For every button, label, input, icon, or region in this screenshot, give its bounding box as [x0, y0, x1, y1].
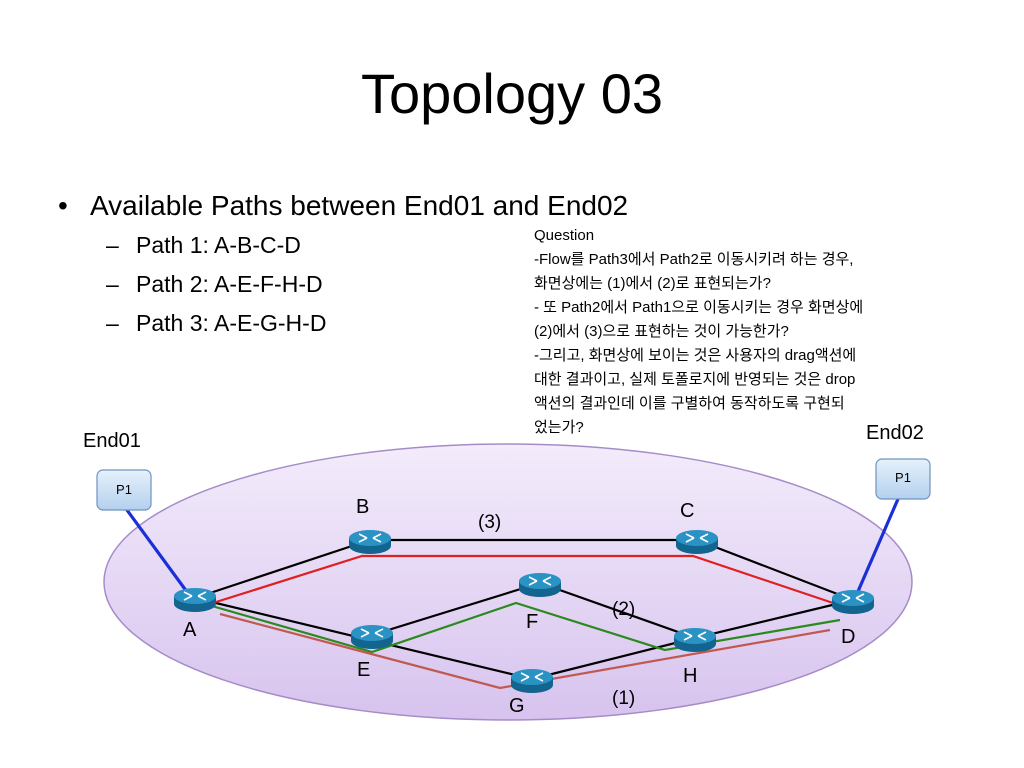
bullet-item: • Available Paths between End01 and End0… [58, 186, 628, 226]
path-3-line [219, 612, 831, 690]
router-f[interactable] [519, 573, 561, 597]
question-line: 대한 결과이고, 실제 토폴로지에 반영되는 것은 drop [534, 371, 856, 388]
bullet-list: • Available Paths between End01 and End0… [58, 186, 628, 343]
question-line: -그리고, 화면상에 보이는 것은 사용자의 drag액션에 [534, 347, 857, 364]
link-a-b [194, 538, 371, 600]
router-e[interactable] [351, 625, 393, 649]
path-1-line [196, 554, 846, 610]
node-label-g: G [509, 695, 525, 717]
question-box: Question -Flow를 Path3에서 Path2로 이동시키려 하는 … [534, 224, 1014, 440]
link-c-d [696, 538, 854, 602]
question-line: - 또 Path2에서 Path1으로 이동시키는 경우 화면상에 [534, 299, 864, 316]
sub-bullet-path-2: – Path 2: A-E-F-H-D [106, 265, 628, 304]
path-1-text: Path 1: A-B-C-D [136, 232, 301, 258]
node-label-d: D [841, 626, 855, 648]
path-3-text: Path 3: A-E-G-H-D [136, 310, 327, 336]
node-label-e: E [357, 659, 370, 681]
network-region [103, 443, 913, 721]
port-end01[interactable]: P1 [96, 469, 152, 511]
node-label-b: B [356, 496, 369, 518]
router-c[interactable] [676, 530, 718, 554]
sub-bullet-mark: – [106, 271, 119, 297]
bullet-text: Available Paths between End01 and End02 [90, 190, 629, 221]
sub-bullet-mark: – [106, 310, 119, 336]
router-h[interactable] [674, 628, 716, 652]
port-link-end02 [854, 498, 900, 597]
link-g-h [531, 636, 696, 681]
question-line: 액션의 결과인데 이를 구별하여 동작하도록 구현되 [534, 395, 845, 412]
question-heading: Question [534, 227, 595, 244]
node-label-f: F [526, 611, 538, 633]
port-end01-label: P1 [116, 482, 132, 497]
question-line: 화면상에는 (1)에서 (2)로 표현되는가? [534, 275, 771, 292]
path-label-2: (2) [612, 599, 635, 620]
node-label-a: A [183, 619, 197, 641]
port-end02[interactable]: P1 [875, 458, 931, 500]
bullet-mark: • [58, 190, 68, 221]
port-link-end01 [122, 505, 192, 597]
link-f-h [539, 581, 696, 640]
question-line: -Flow를 Path3에서 Path2로 이동시키려 하는 경우, [534, 251, 854, 268]
path-label-1: (1) [612, 688, 635, 709]
router-a[interactable] [174, 588, 216, 612]
path-2-text: Path 2: A-E-F-H-D [136, 271, 323, 297]
sub-bullet-path-1: – Path 1: A-B-C-D [106, 226, 628, 265]
slide-title: Topology 03 [360, 62, 663, 125]
end02-label: End02 [866, 422, 924, 444]
router-g[interactable] [511, 669, 553, 693]
question-line: 었는가? [534, 419, 584, 436]
sub-bullet-mark: – [106, 232, 119, 258]
port-end02-label: P1 [895, 470, 911, 485]
router-d[interactable] [832, 590, 874, 614]
node-label-h: H [683, 665, 697, 687]
link-e-f [371, 581, 541, 637]
question-line: (2)에서 (3)으로 표현하는 것이 가능한가? [534, 323, 789, 340]
end01-label: End01 [83, 430, 141, 452]
sub-bullet-path-3: – Path 3: A-E-G-H-D [106, 304, 628, 343]
router-b[interactable] [349, 530, 391, 554]
path-2-line [204, 601, 841, 654]
path-label-3: (3) [478, 512, 501, 533]
link-h-d [694, 598, 854, 640]
node-label-c: C [680, 500, 694, 522]
